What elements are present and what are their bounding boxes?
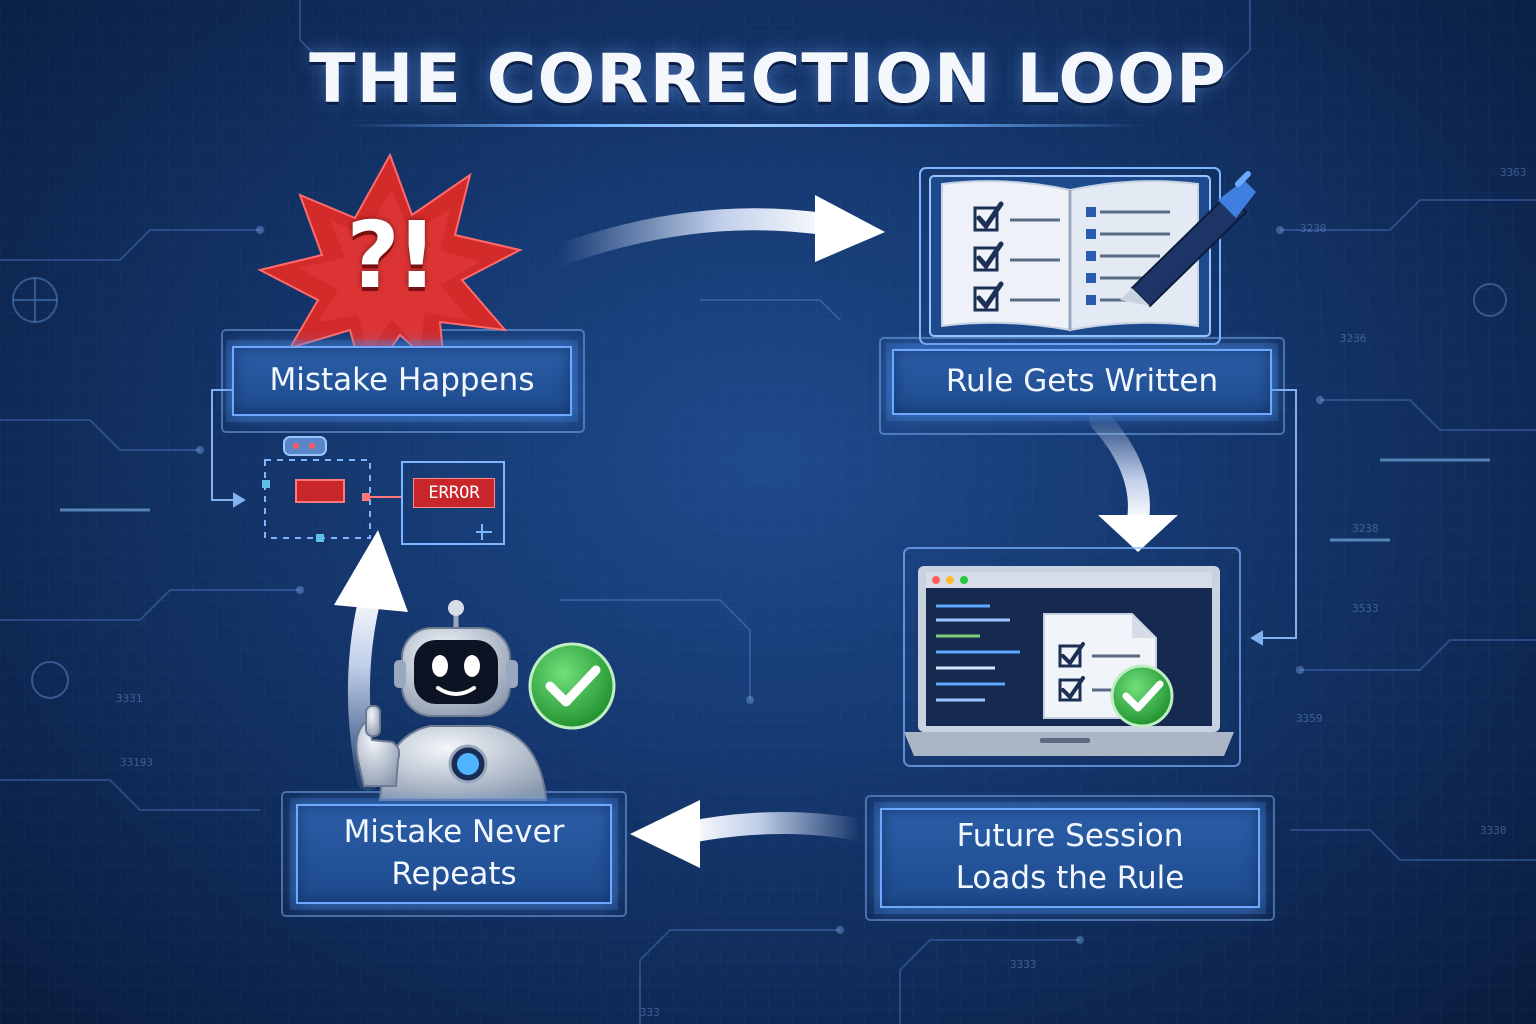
svg-text:333: 333 bbox=[640, 1006, 660, 1019]
arrow-rule-to-session bbox=[1089, 409, 1178, 552]
error-label: ERROR bbox=[413, 478, 495, 508]
title-underline bbox=[345, 124, 1145, 127]
svg-text:3533: 3533 bbox=[1352, 602, 1379, 615]
arrow-mistake-to-rule bbox=[549, 195, 885, 266]
page-title: THE CORRECTION LOOP bbox=[309, 40, 1227, 119]
explosion-burst-icon bbox=[257, 152, 523, 388]
step-label-line: Loads the Rule bbox=[955, 860, 1185, 896]
step-label-line: Repeats bbox=[391, 856, 517, 892]
svg-text:3363: 3363 bbox=[1500, 166, 1527, 179]
error-window-icon bbox=[262, 436, 505, 545]
svg-text:3331: 3331 bbox=[116, 692, 143, 705]
step-mistake-happens: Mistake Happens bbox=[232, 346, 572, 416]
svg-text:3236: 3236 bbox=[1340, 332, 1367, 345]
green-check-badge-icon bbox=[528, 642, 616, 730]
step-label-line: Rule Gets Written bbox=[945, 363, 1219, 400]
burst-text: ?! bbox=[346, 201, 437, 309]
step-label-line: Mistake Never bbox=[343, 814, 565, 851]
pen-icon bbox=[1120, 171, 1256, 308]
svg-text:3238: 3238 bbox=[1352, 522, 1379, 535]
svg-text:33193: 33193 bbox=[120, 756, 153, 769]
svg-text:3330: 3330 bbox=[1480, 824, 1507, 837]
green-check-badge-icon bbox=[1110, 664, 1174, 728]
step-label-line: Mistake Happens bbox=[269, 362, 535, 399]
step-rule-gets-written: Rule Gets Written bbox=[892, 349, 1272, 415]
svg-text:3333: 3333 bbox=[1010, 958, 1037, 971]
svg-text:3238: 3238 bbox=[1300, 222, 1327, 235]
step-label-line: Future Session bbox=[956, 818, 1184, 855]
svg-text:3359: 3359 bbox=[1296, 712, 1323, 725]
robot-thumbs-up-icon bbox=[355, 600, 548, 801]
step-future-session: Future Session Loads the Rule bbox=[880, 808, 1260, 908]
arrow-session-to-repeats bbox=[630, 800, 871, 868]
step-mistake-never-repeats: Mistake Never Repeats bbox=[296, 804, 612, 904]
